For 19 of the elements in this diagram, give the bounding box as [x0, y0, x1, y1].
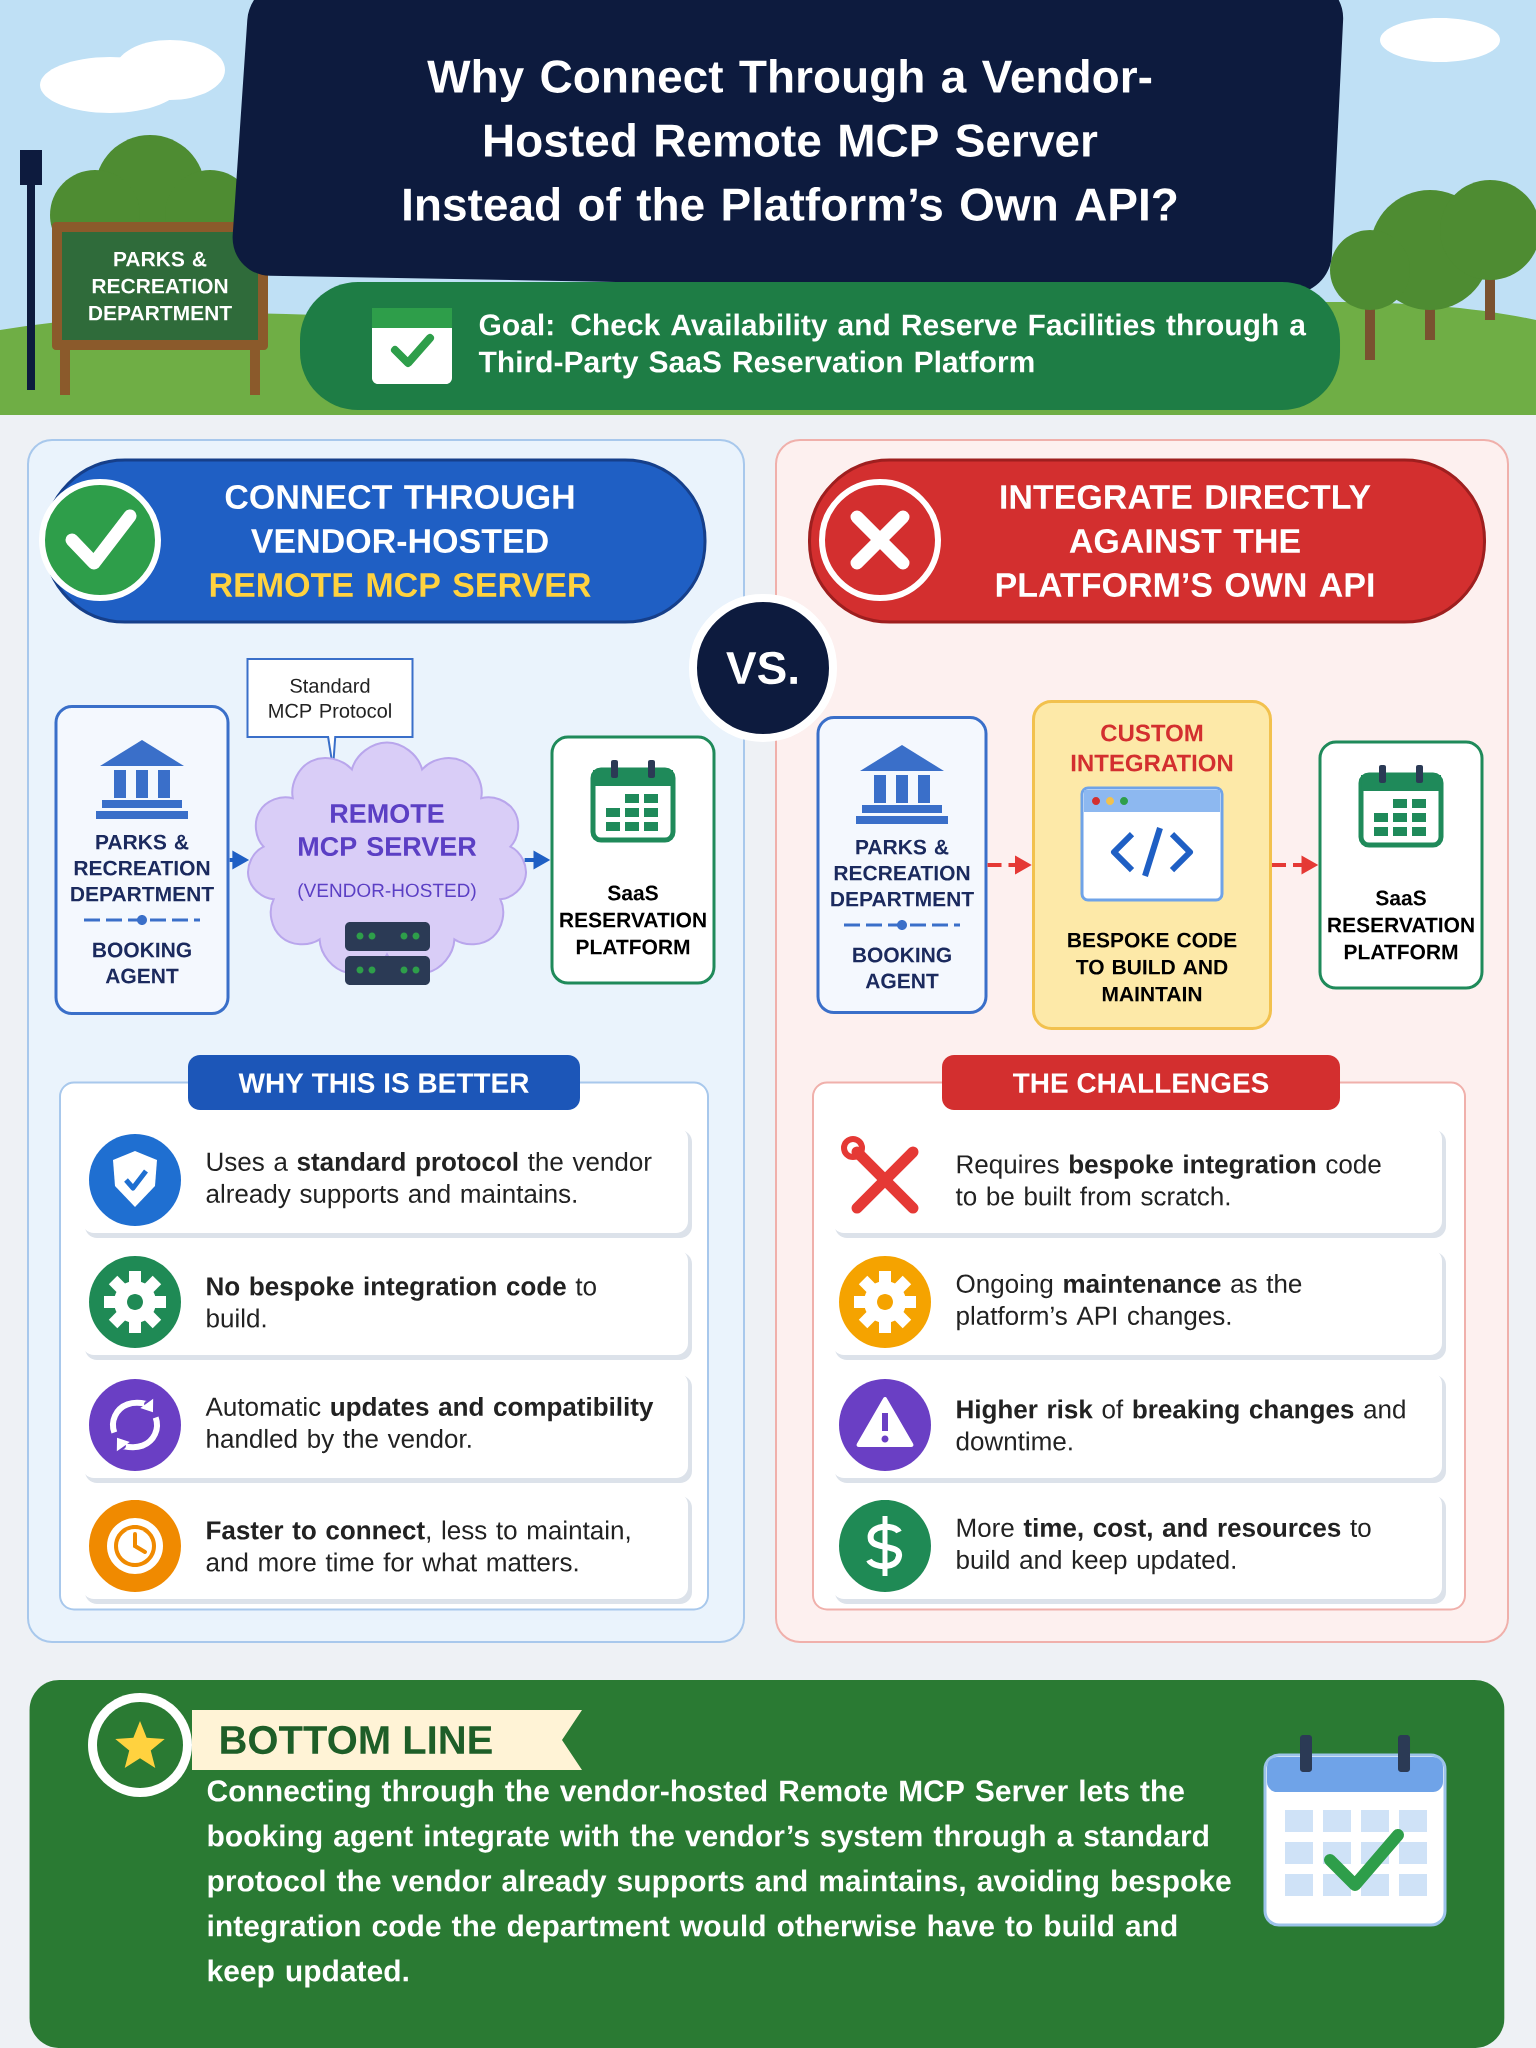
summary-card: BOTTOM LINE Connecting through the vendor-hosted Remote MCP Server lets the booking agent integrate with the vendor’s system through a standard protocol the vendor already supports and maintains, avoiding bespoke integration code the department would otherwise have to build and keep updated. [29, 1680, 1505, 2048]
header-pill: CONNECT THROUGH VENDOR-HOSTED REMOTE MCP SERVER [39, 458, 707, 624]
goal-banner: Goal: Check Availability and Reserve Facilities through a Third-Party SaaS Reservation Platform [300, 282, 1340, 410]
platform-box: SaaS RESERVATION PLATFORM [550, 735, 716, 985]
vs-badge: VS. [689, 594, 837, 742]
list-item-card: Automatic updates and compatibility handled by the vendor. [82, 1372, 692, 1483]
list-item-card: Ongoing maintenance as the platform’s API changes. [832, 1249, 1446, 1360]
list-item-card: Requires bespoke integration code to be built from scratch. [832, 1127, 1446, 1238]
list-item-card: Uses a standard protocol the vendor already supports and maintains. [82, 1127, 692, 1238]
list-item-card: No bespoke integration code to build. [82, 1249, 692, 1360]
header-pill: INTEGRATE DIRECTLY AGAINST THE PLATFORM’S OWN API [808, 458, 1486, 624]
platform-box: SaaS RESERVATION PLATFORM [1318, 740, 1484, 990]
list-item-card: Faster to connect, less to maintain, and more time for what matters. [82, 1493, 692, 1604]
organization-box: PARKS & RECREATION DEPARTMENT BOOKING AGENT [54, 705, 230, 1015]
park-sign: PARKS & RECREATION DEPARTMENT [52, 222, 268, 395]
organization-box: PARKS & RECREATION DEPARTMENT BOOKING AGENT [816, 716, 988, 1014]
list-item-card: Higher risk of breaking changes and downtime. [832, 1372, 1446, 1483]
integration-box: CUSTOM INTEGRATION BESPOKE CODE TO BUILD AND MAINTAIN [1032, 700, 1272, 1030]
list-item-card: More time, cost, and resources to build and keep updated. [832, 1493, 1446, 1604]
